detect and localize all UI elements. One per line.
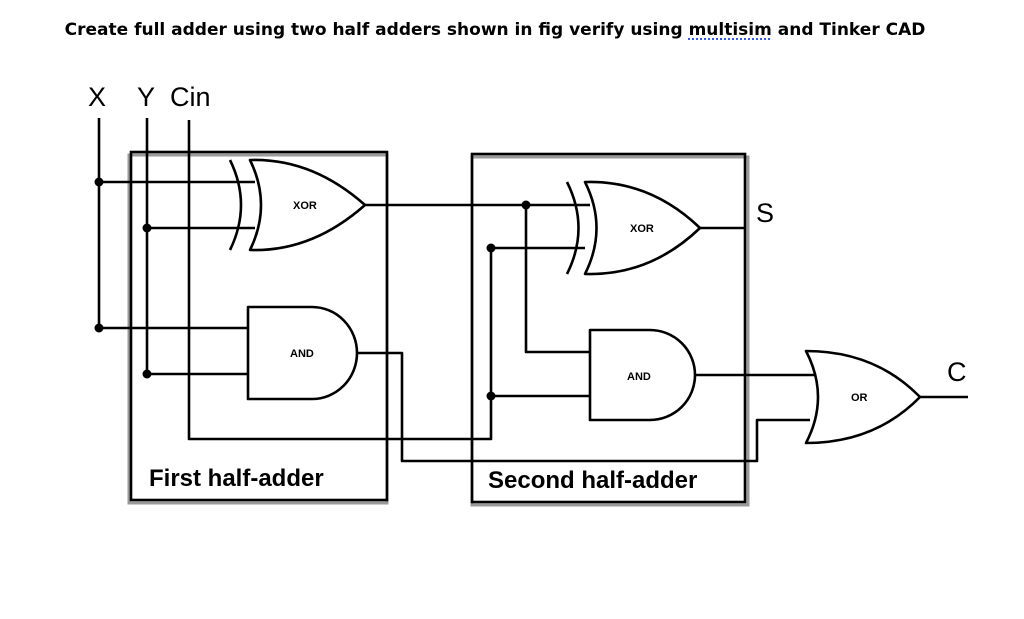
title-text-before: Create full adder using two half adders … (64, 20, 689, 40)
wire-cin-rail (187, 120, 585, 441)
input-label-y: Y (137, 82, 155, 112)
first-half-adder-box (129, 150, 389, 502)
title-text-after: and Tinker CAD (771, 20, 926, 40)
junction-cin-split-2 (486, 391, 496, 401)
page-title: Create full adder using two half adders … (0, 20, 990, 40)
and-gate-2 (588, 328, 697, 422)
second-half-adder-box (470, 152, 747, 504)
or-gate (804, 349, 922, 445)
xor-gate-1-label: XOR (293, 200, 317, 212)
input-label-cin: Cin (170, 82, 211, 112)
and-gate-1 (246, 305, 359, 401)
output-label-s: S (756, 198, 774, 228)
input-label-x: X (88, 82, 106, 112)
junction-x-2 (94, 323, 104, 333)
xor-gate-2 (583, 180, 702, 276)
second-half-adder-label: Second half-adder (488, 467, 697, 494)
junction-y-2 (142, 369, 152, 379)
junction-sum-split (521, 200, 531, 210)
wire-and1-carry (357, 351, 810, 463)
and-gate-1-label: AND (290, 348, 314, 360)
junction-y-1 (142, 223, 152, 233)
wire-xor1-out (365, 203, 590, 354)
junction-cin-split-1 (486, 243, 496, 253)
xor-gate-1 (248, 158, 367, 252)
first-half-adder-label: First half-adder (149, 465, 324, 492)
xor-gate-1-back-curve (228, 159, 243, 251)
xor-gate-2-back-curve (565, 181, 580, 275)
output-label-c: C (947, 357, 967, 387)
title-flagged-word: multisim (688, 20, 772, 40)
and-gate-2-label: AND (627, 371, 651, 383)
junction-x-1 (94, 177, 104, 187)
xor-gate-2-label: XOR (630, 223, 654, 235)
or-gate-label: OR (851, 392, 868, 404)
